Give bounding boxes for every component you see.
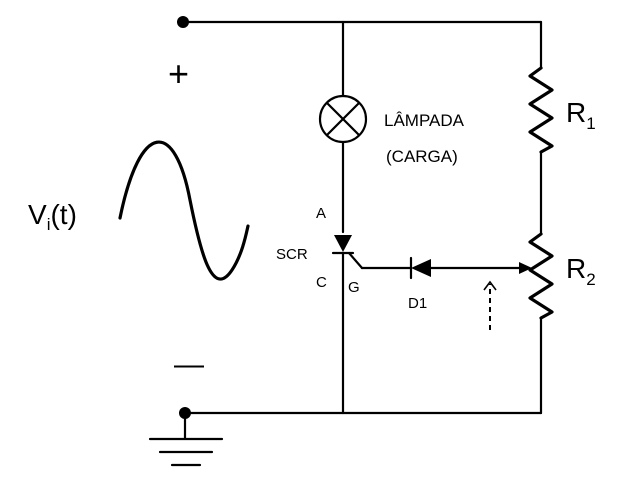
top-terminal [177,16,189,28]
r1-resistor-icon [528,66,554,154]
diode-label: D1 [408,295,427,312]
source-label: Vi(t) [28,199,77,234]
diode-icon [409,256,431,280]
lamp-label-line2: (CARGA) [386,147,458,166]
wiper-arrow-icon [519,262,532,274]
scr-label: SCR [276,246,308,263]
lamp-icon [318,94,368,144]
r1-label: R1 [566,97,596,133]
scr-icon [331,235,364,270]
cathode-label: C [316,274,327,291]
minus-label: — [174,348,204,381]
lamp-label-line1: LÂMPADA [384,111,465,130]
r2-label: R2 [566,253,596,289]
sine-wave-icon [118,140,250,281]
gate-label: G [348,279,360,296]
adjust-arrow-icon [483,280,497,330]
anode-label: A [316,205,326,222]
ground-icon [148,411,224,467]
plus-label: + [168,53,189,94]
r2-resistor-icon [528,232,554,320]
